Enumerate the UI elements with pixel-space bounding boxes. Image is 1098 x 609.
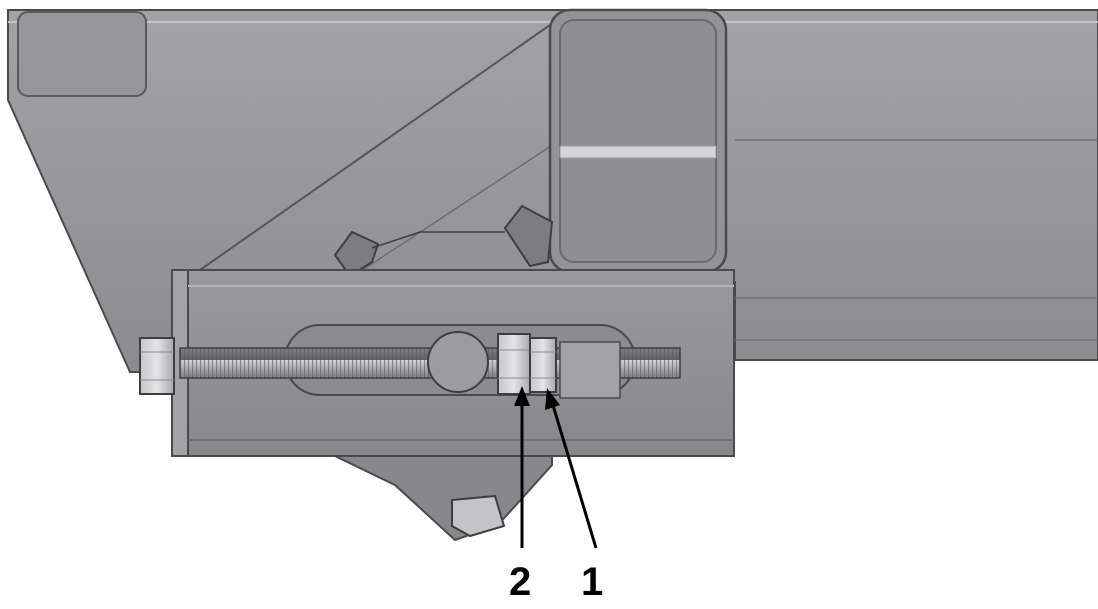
- slot-window: [548, 8, 728, 274]
- lower-v-bracket: [334, 455, 553, 542]
- arrowhead-1: [545, 388, 560, 410]
- left-end-nut: [139, 337, 175, 395]
- jam-nut-1: [529, 337, 557, 393]
- leader-line-1: [545, 388, 598, 549]
- corner-pocket: [17, 11, 147, 97]
- jam-nut-2: [497, 333, 531, 395]
- callout-label-1: 1: [581, 560, 604, 604]
- pivot-boss: [427, 331, 489, 393]
- callout-label-2: 2: [509, 560, 532, 604]
- arrowhead-2: [514, 386, 530, 406]
- wedge-tabs: [333, 204, 554, 278]
- leader-line-2: [514, 386, 530, 548]
